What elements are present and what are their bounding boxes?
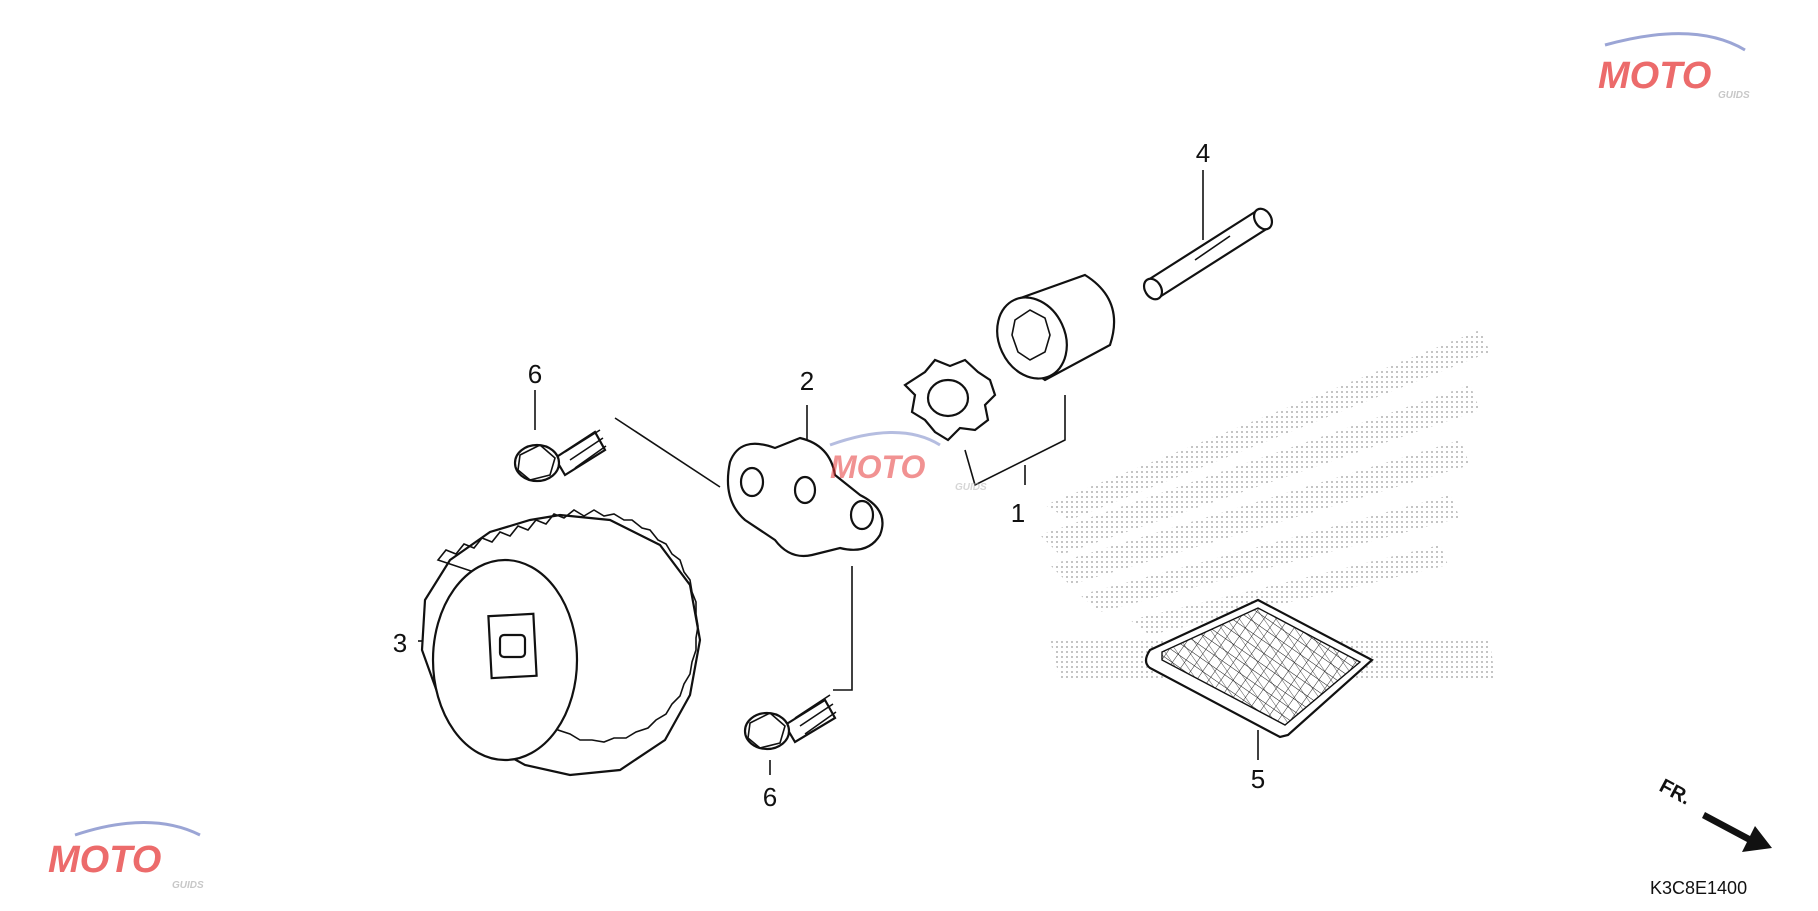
diagram-code: K3C8E1400 (1650, 878, 1747, 898)
flange-bolt-top-part (513, 429, 607, 483)
outer-rotor-part (996, 273, 1116, 382)
svg-text:MOTO: MOTO (830, 449, 926, 485)
callout-2: 2 (800, 366, 814, 396)
front-direction-label: FR. (1656, 775, 1695, 810)
svg-text:MOTO: MOTO (48, 839, 161, 881)
watermark-logo-center: MOTO GUIDS (829, 431, 987, 493)
callout-5: 5 (1251, 764, 1265, 794)
inner-rotor-part (903, 358, 997, 442)
callout-6-top: 6 (528, 359, 542, 389)
flange-bolt-bottom-part (743, 694, 837, 751)
watermark-logo-top-right: MOTO GUIDS (1598, 32, 1750, 101)
svg-text:MOTO: MOTO (1598, 55, 1711, 97)
leader-lines (418, 170, 1259, 775)
svg-text:GUIDS: GUIDS (1718, 90, 1750, 101)
front-direction-indicator: FR. (1656, 775, 1772, 852)
watermark-logo-bottom-left: MOTO GUIDS (48, 821, 204, 891)
pump-cover-plate-part (726, 436, 884, 558)
front-arrow-icon (1702, 812, 1772, 852)
oil-strainer-screen-part (1144, 598, 1374, 739)
svg-text:GUIDS: GUIDS (172, 880, 204, 891)
driven-gear-part (420, 509, 702, 777)
pin-shaft-part (1142, 207, 1274, 301)
callout-4: 4 (1196, 138, 1210, 168)
callout-3: 3 (393, 628, 407, 658)
callout-1: 1 (1011, 498, 1025, 528)
callout-6-bottom: 6 (763, 782, 777, 812)
svg-text:GUIDS: GUIDS (955, 482, 987, 493)
